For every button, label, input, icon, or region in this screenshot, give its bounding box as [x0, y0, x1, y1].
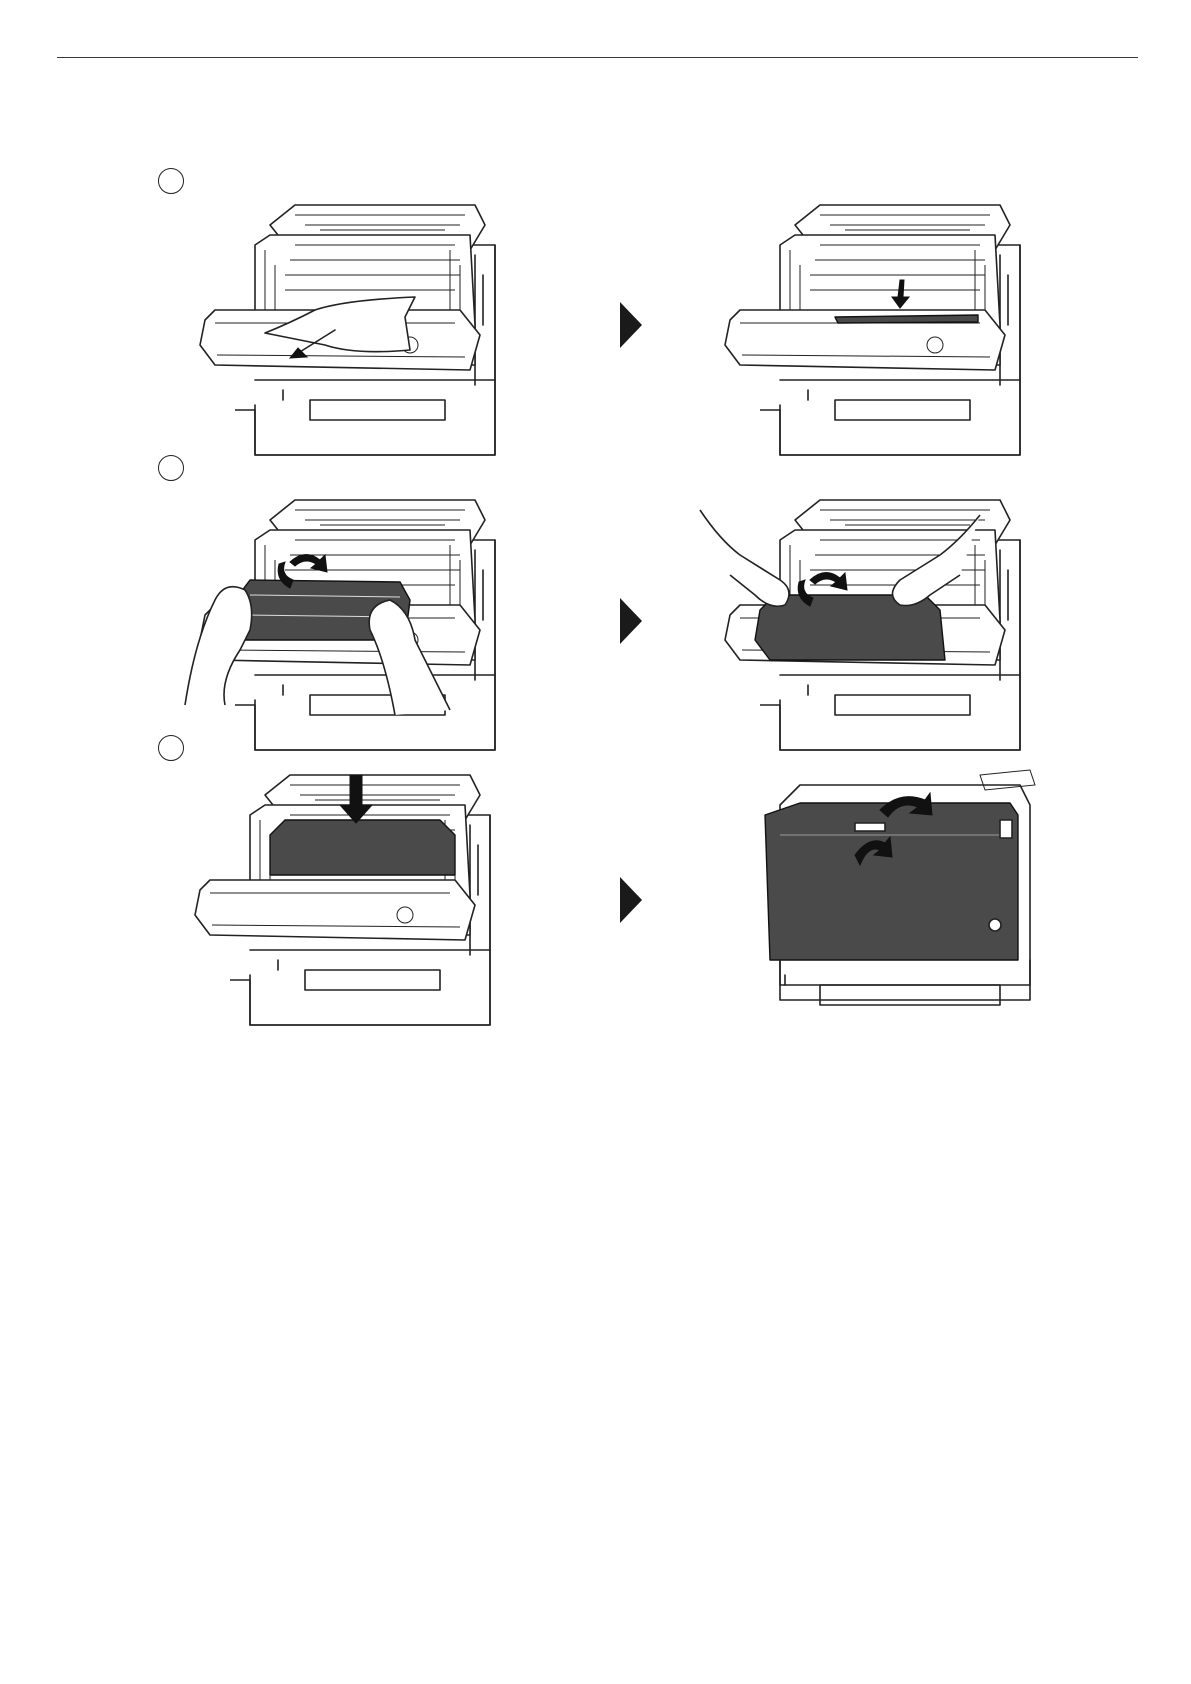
illustration-remove-toner [175, 500, 525, 735]
step-number-1 [158, 168, 184, 194]
next-step-arrow [620, 302, 642, 348]
next-step-arrow [620, 598, 642, 644]
illustration-paper-removal [195, 205, 525, 440]
step-number-2 [158, 455, 184, 481]
illustration-insert-toner [190, 775, 520, 1010]
illustration-check-inside [720, 205, 1050, 440]
illustration-close-cover [760, 775, 1050, 1010]
header-rule [57, 57, 1138, 58]
illustration-reinstall-toner [700, 500, 1050, 735]
next-step-arrow [620, 877, 642, 923]
step-number-3 [158, 735, 184, 761]
